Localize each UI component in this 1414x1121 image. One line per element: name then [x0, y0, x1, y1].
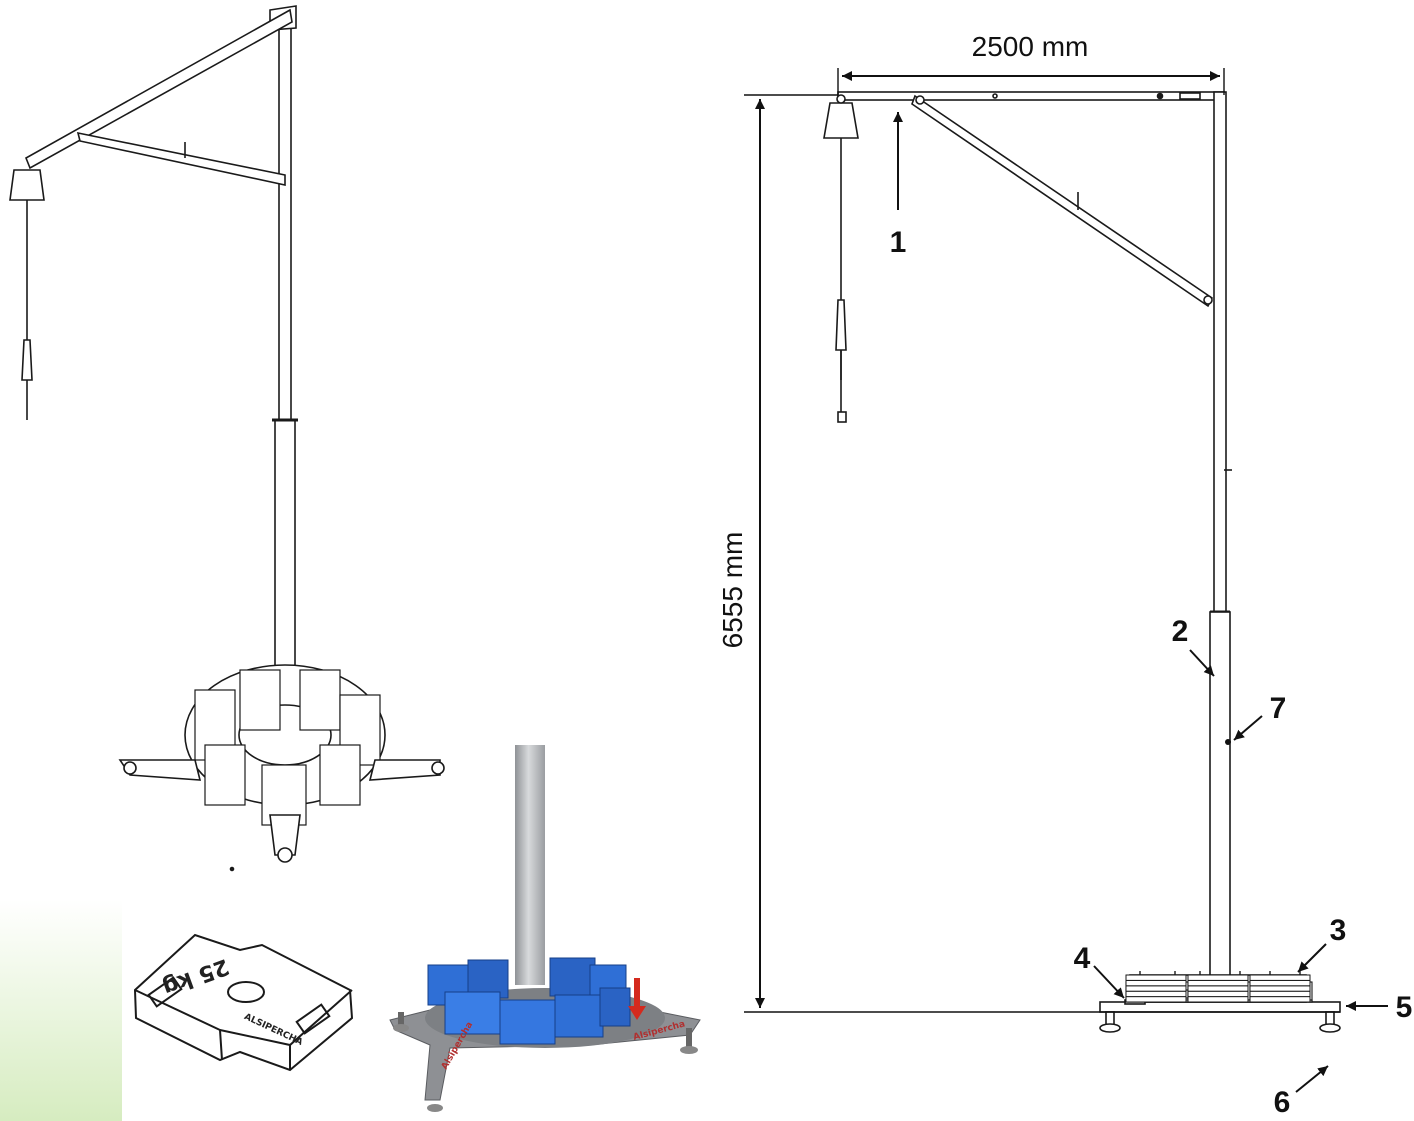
callout-1: 1: [890, 112, 907, 259]
counterweight-block: [1187, 985, 1249, 992]
callout-5-number: 5: [1396, 991, 1413, 1024]
callout-5: 5: [1346, 991, 1412, 1024]
decorative-green-panel: [0, 900, 122, 1121]
callout-4-number: 4: [1074, 942, 1091, 975]
height-dimension-label: 6555 mm: [717, 532, 748, 649]
counterweight-block: [1249, 974, 1311, 981]
counterweight-block: [1125, 990, 1187, 998]
counterweight-block: [1249, 990, 1311, 998]
elevation-counterweight-stack: [1125, 971, 1311, 1003]
callout-3: 3: [1297, 914, 1347, 973]
callout-2: 2: [1172, 615, 1215, 677]
height-dimension: 6555 mm: [717, 94, 1340, 1013]
callout-7-number: 7: [1270, 692, 1287, 725]
counterweight-block: [1187, 990, 1249, 998]
counterweight-block: [1187, 974, 1249, 981]
callout-6: 6: [1274, 1065, 1329, 1119]
counterweight-block: [1249, 985, 1311, 992]
counterweight-block: [1249, 979, 1311, 987]
counterweight-block: [1249, 996, 1311, 1003]
callout-3-number: 3: [1330, 914, 1347, 947]
counterweight-block: [1125, 985, 1187, 992]
counterweight-block: [1187, 979, 1249, 987]
counterweight-block: [1125, 979, 1187, 987]
elevation-davit-view: [823, 91, 1341, 1033]
isometric-davit-view: [9, 5, 445, 872]
base-render-illustration: Alsipercha Alsipercha: [389, 745, 701, 1112]
counterweight-block: [1187, 996, 1249, 1003]
callout-4: 4: [1074, 942, 1125, 999]
callout-1-number: 1: [890, 226, 907, 259]
width-dimension-label: 2500 mm: [972, 31, 1089, 62]
counterweight-block: [1125, 996, 1187, 1003]
counterweight-block-illustration: 25 kg ALSIPERCHA: [133, 933, 354, 1072]
width-dimension: 2500 mm: [837, 31, 1225, 95]
callout-6-number: 6: [1274, 1086, 1291, 1119]
callout-2-number: 2: [1172, 615, 1189, 648]
counterweight-block: [1125, 974, 1187, 981]
callout-7: 7: [1225, 692, 1286, 745]
